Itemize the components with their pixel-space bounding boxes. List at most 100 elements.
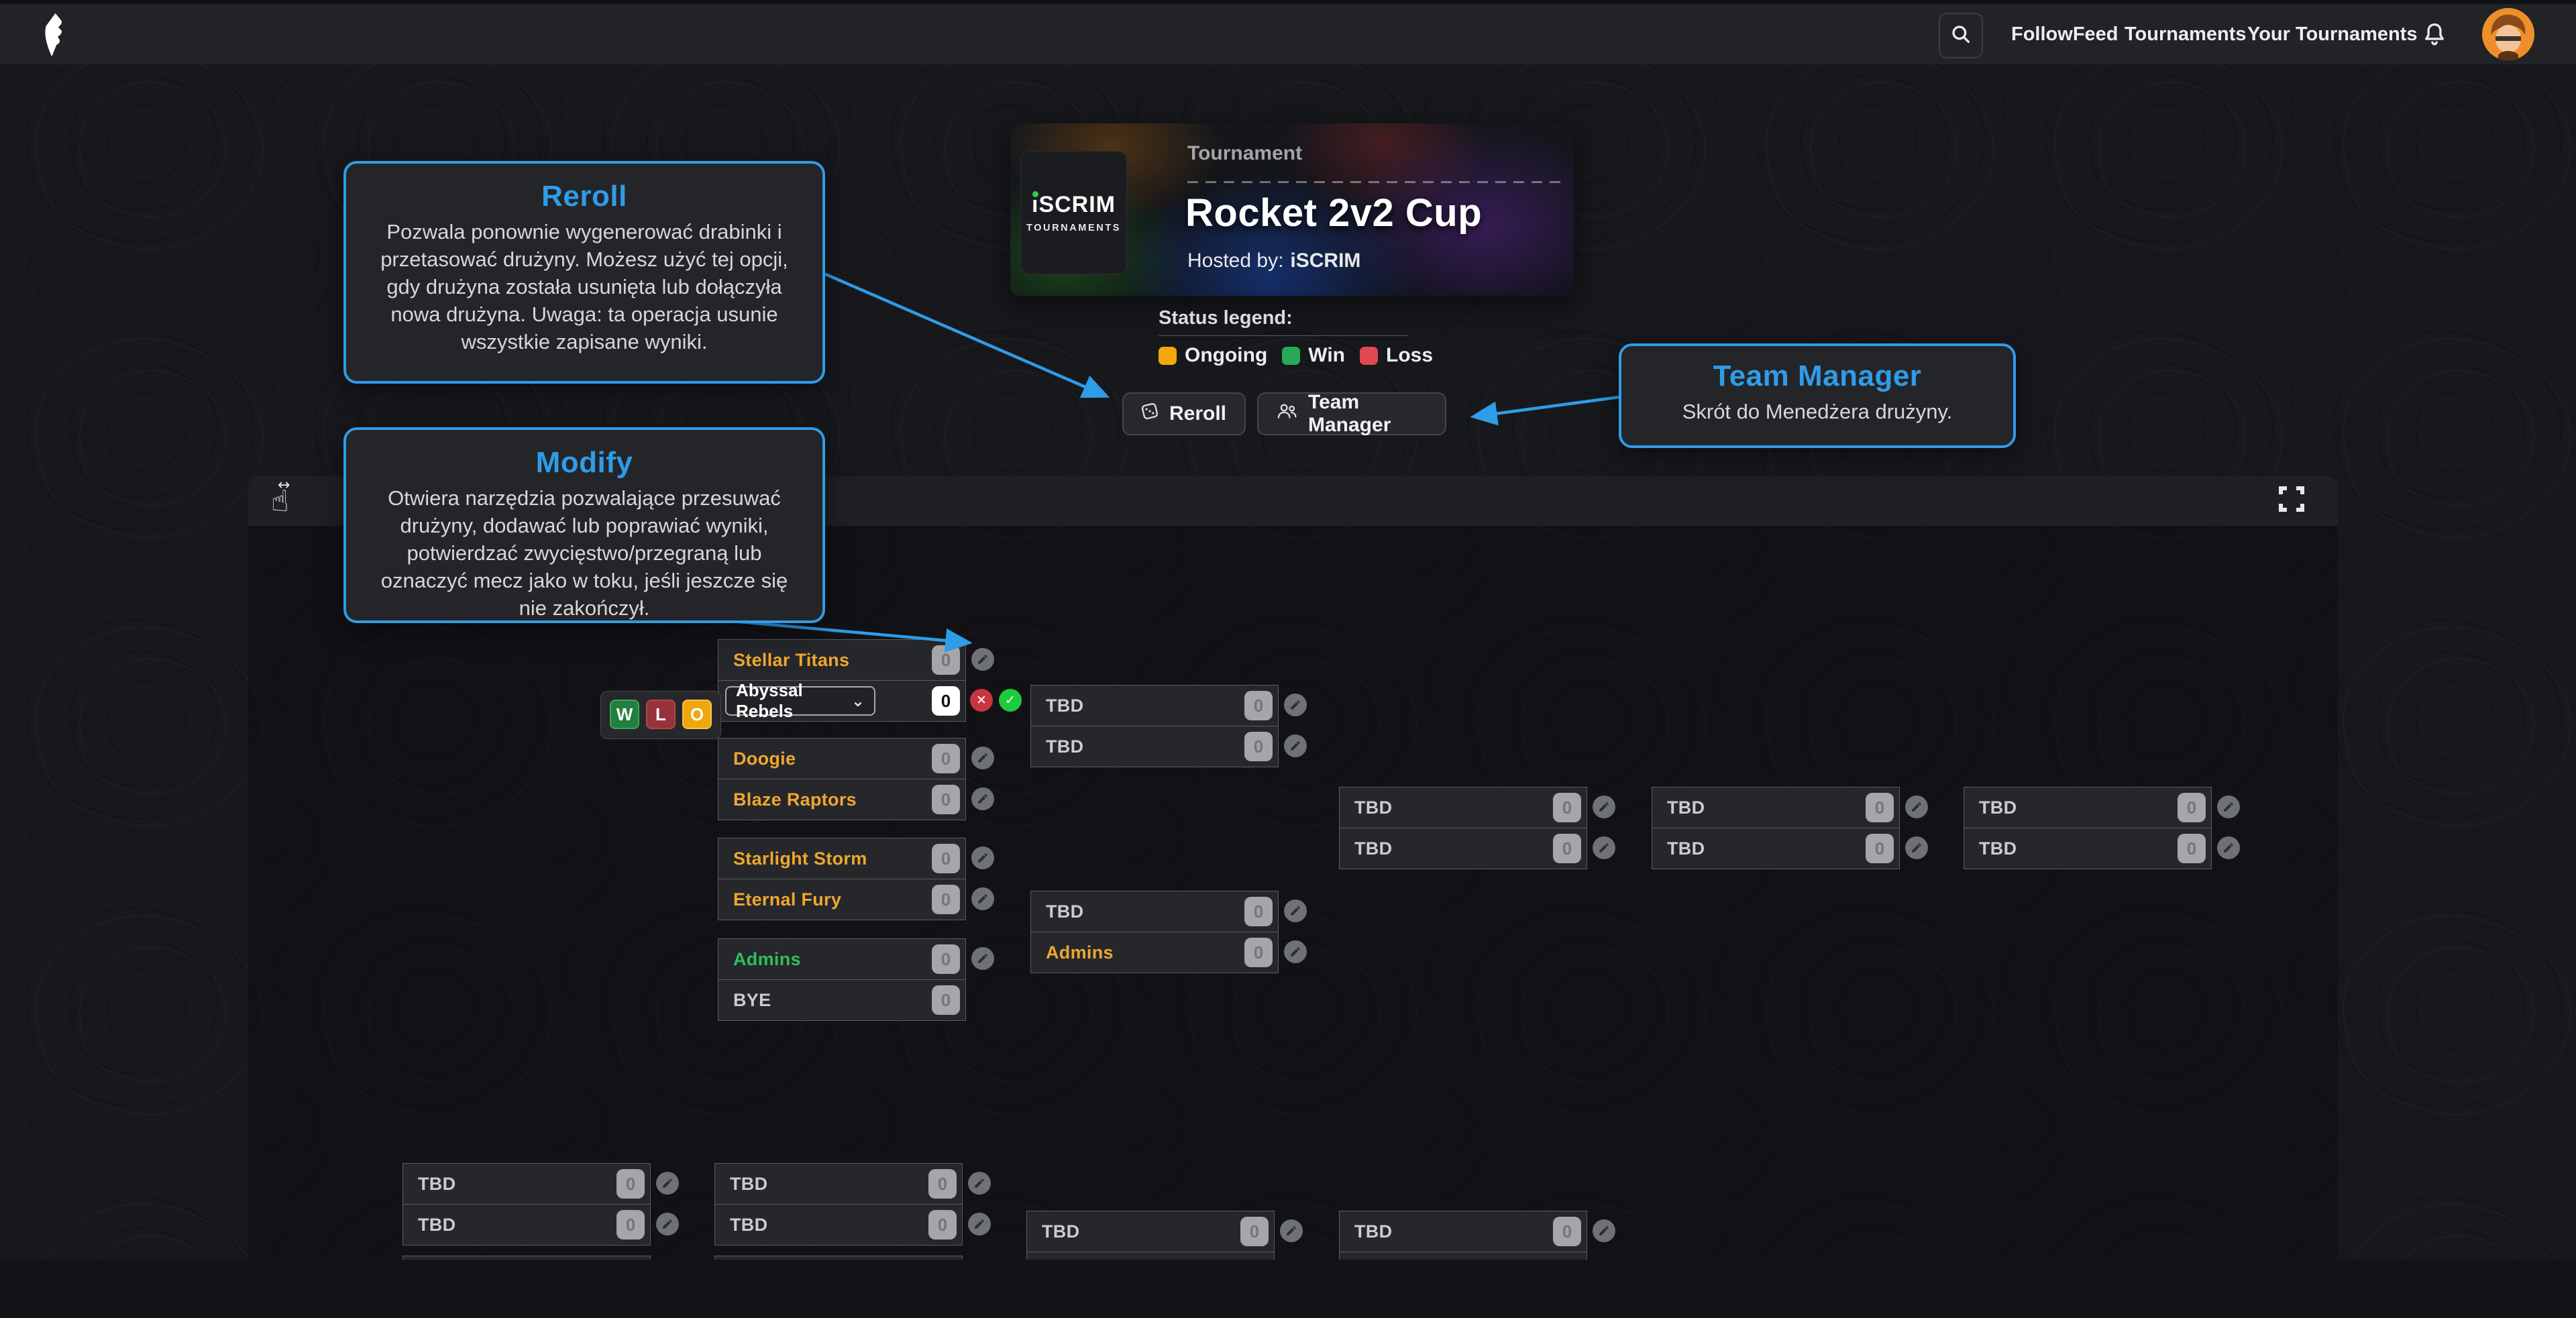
edit-match-button[interactable]	[971, 648, 994, 671]
ongoing-swatch	[1159, 346, 1177, 365]
mark-ongoing-button[interactable]: O	[682, 700, 712, 729]
legend-item-loss: Loss	[1360, 344, 1433, 367]
team-row: TBD 0	[403, 1164, 650, 1205]
score-box: 0	[928, 1169, 957, 1199]
nav-link-tournaments[interactable]: Tournaments	[2125, 23, 2247, 45]
team-name: TBD	[730, 1215, 768, 1235]
team-select-dropdown[interactable]: Abyssal Rebels ⌄	[725, 680, 875, 721]
edit-match-button[interactable]	[971, 947, 994, 970]
score-box: 0	[932, 885, 960, 914]
users-icon	[1275, 402, 1299, 426]
edit-match-button[interactable]	[971, 747, 994, 769]
nav-link-your-tournaments[interactable]: Your Tournaments	[2247, 23, 2418, 45]
edit-match-button[interactable]	[1284, 899, 1307, 922]
modify-callout-body: Otwiera narzędzia pozwalające przesuwać …	[380, 486, 788, 620]
edit-match-button[interactable]	[1593, 1219, 1615, 1242]
hosted-by: Hosted by:iSCRIM	[1187, 250, 1361, 272]
team-name: TBD	[1354, 838, 1393, 859]
confirm-result-button[interactable]: ✓	[999, 689, 1022, 712]
score-box: 0	[1244, 732, 1273, 761]
nav-link-followfeed[interactable]: FollowFeed	[2011, 23, 2118, 45]
edit-match-button[interactable]	[1905, 836, 1928, 859]
mark-win-button[interactable]: W	[610, 700, 639, 729]
dice-icon	[1140, 401, 1160, 427]
team-row: TBD 0	[1340, 828, 1587, 869]
reroll-button-label: Reroll	[1169, 402, 1227, 425]
quick-result-panel: W L O	[600, 691, 721, 739]
score-box: 0	[1866, 834, 1894, 863]
team-name: Doogie	[733, 749, 796, 769]
reroll-callout-title: Reroll	[541, 180, 627, 213]
notifications-bell-icon[interactable]	[2420, 20, 2449, 53]
score-box: 0	[616, 1169, 645, 1199]
edit-match-button[interactable]	[1593, 795, 1615, 818]
reroll-button[interactable]: Reroll	[1122, 392, 1246, 435]
search-button[interactable]	[1939, 13, 1983, 58]
score-box: 0	[932, 844, 960, 873]
edit-match-button[interactable]	[1905, 795, 1928, 818]
score-box: 0	[1866, 793, 1894, 822]
edit-match-button[interactable]	[971, 787, 994, 810]
team-name: TBD	[1979, 838, 2017, 859]
edit-match-button[interactable]	[2217, 836, 2240, 859]
edit-match-button[interactable]	[971, 887, 994, 910]
team-manager-button[interactable]: Team Manager	[1257, 391, 1446, 436]
status-legend: Status legend: Ongoing Win Loss	[1159, 307, 1433, 367]
edit-match-button[interactable]	[2217, 795, 2240, 818]
team-name: BYE	[733, 990, 771, 1010]
team-manager-callout-body: Skrót do Menedżera drużyny.	[1682, 400, 1953, 423]
fullscreen-button[interactable]	[2275, 484, 2308, 516]
search-icon	[1949, 23, 1972, 49]
team-manager-callout: Team Manager Skrót do Menedżera drużyny.	[1619, 343, 2016, 448]
team-name: TBD	[1667, 798, 1705, 818]
score-box: 0	[2178, 834, 2206, 863]
score-box: 0	[932, 785, 960, 814]
modify-callout-title: Modify	[535, 446, 633, 479]
mark-loss-button[interactable]: L	[646, 700, 676, 729]
team-name: Stellar Titans	[733, 650, 850, 670]
edit-match-button[interactable]	[968, 1213, 991, 1235]
pan-hand-icon[interactable]: ↔ ☝	[271, 477, 290, 518]
edit-match-button[interactable]	[1593, 836, 1615, 859]
team-name: Abyssal Rebels	[736, 680, 803, 721]
team-name: TBD	[1979, 798, 2017, 818]
team-row: TBD 0	[1652, 828, 1899, 869]
edit-match-button[interactable]	[968, 1172, 991, 1195]
chevron-down-icon: ⌄	[851, 692, 865, 710]
page-footer-strip	[0, 1260, 2576, 1318]
loss-swatch	[1360, 346, 1379, 365]
edit-match-button[interactable]	[1284, 734, 1307, 757]
host-logo-subtext: TOURNAMENTS	[1026, 223, 1122, 233]
score-box: 0	[1553, 834, 1581, 863]
team-name: TBD	[1667, 838, 1705, 859]
edit-match-button[interactable]	[656, 1172, 679, 1195]
edit-match-button[interactable]	[971, 846, 994, 869]
status-legend-label: Status legend:	[1159, 307, 1408, 336]
user-avatar[interactable]	[2482, 8, 2534, 60]
team-name: TBD	[730, 1174, 768, 1194]
score-box: 0	[1240, 1217, 1269, 1246]
edit-match-button[interactable]	[1284, 940, 1307, 963]
edit-match-button[interactable]	[656, 1213, 679, 1235]
edit-match-button[interactable]	[1284, 694, 1307, 716]
score-box: 0	[932, 944, 960, 974]
site-logo-icon[interactable]	[39, 12, 67, 61]
reroll-callout: Reroll Pozwala ponownie wygenerować drab…	[343, 161, 825, 384]
score-input[interactable]: 0	[932, 686, 960, 716]
team-name: TBD	[1042, 1221, 1080, 1242]
score-box: 0	[1244, 897, 1273, 926]
edit-match-button[interactable]	[1280, 1219, 1303, 1242]
team-name: Blaze Raptors	[733, 789, 857, 810]
cancel-result-button[interactable]: ✕	[970, 689, 993, 712]
score-box: 0	[1553, 1217, 1581, 1246]
team-name: TBD	[418, 1174, 456, 1194]
